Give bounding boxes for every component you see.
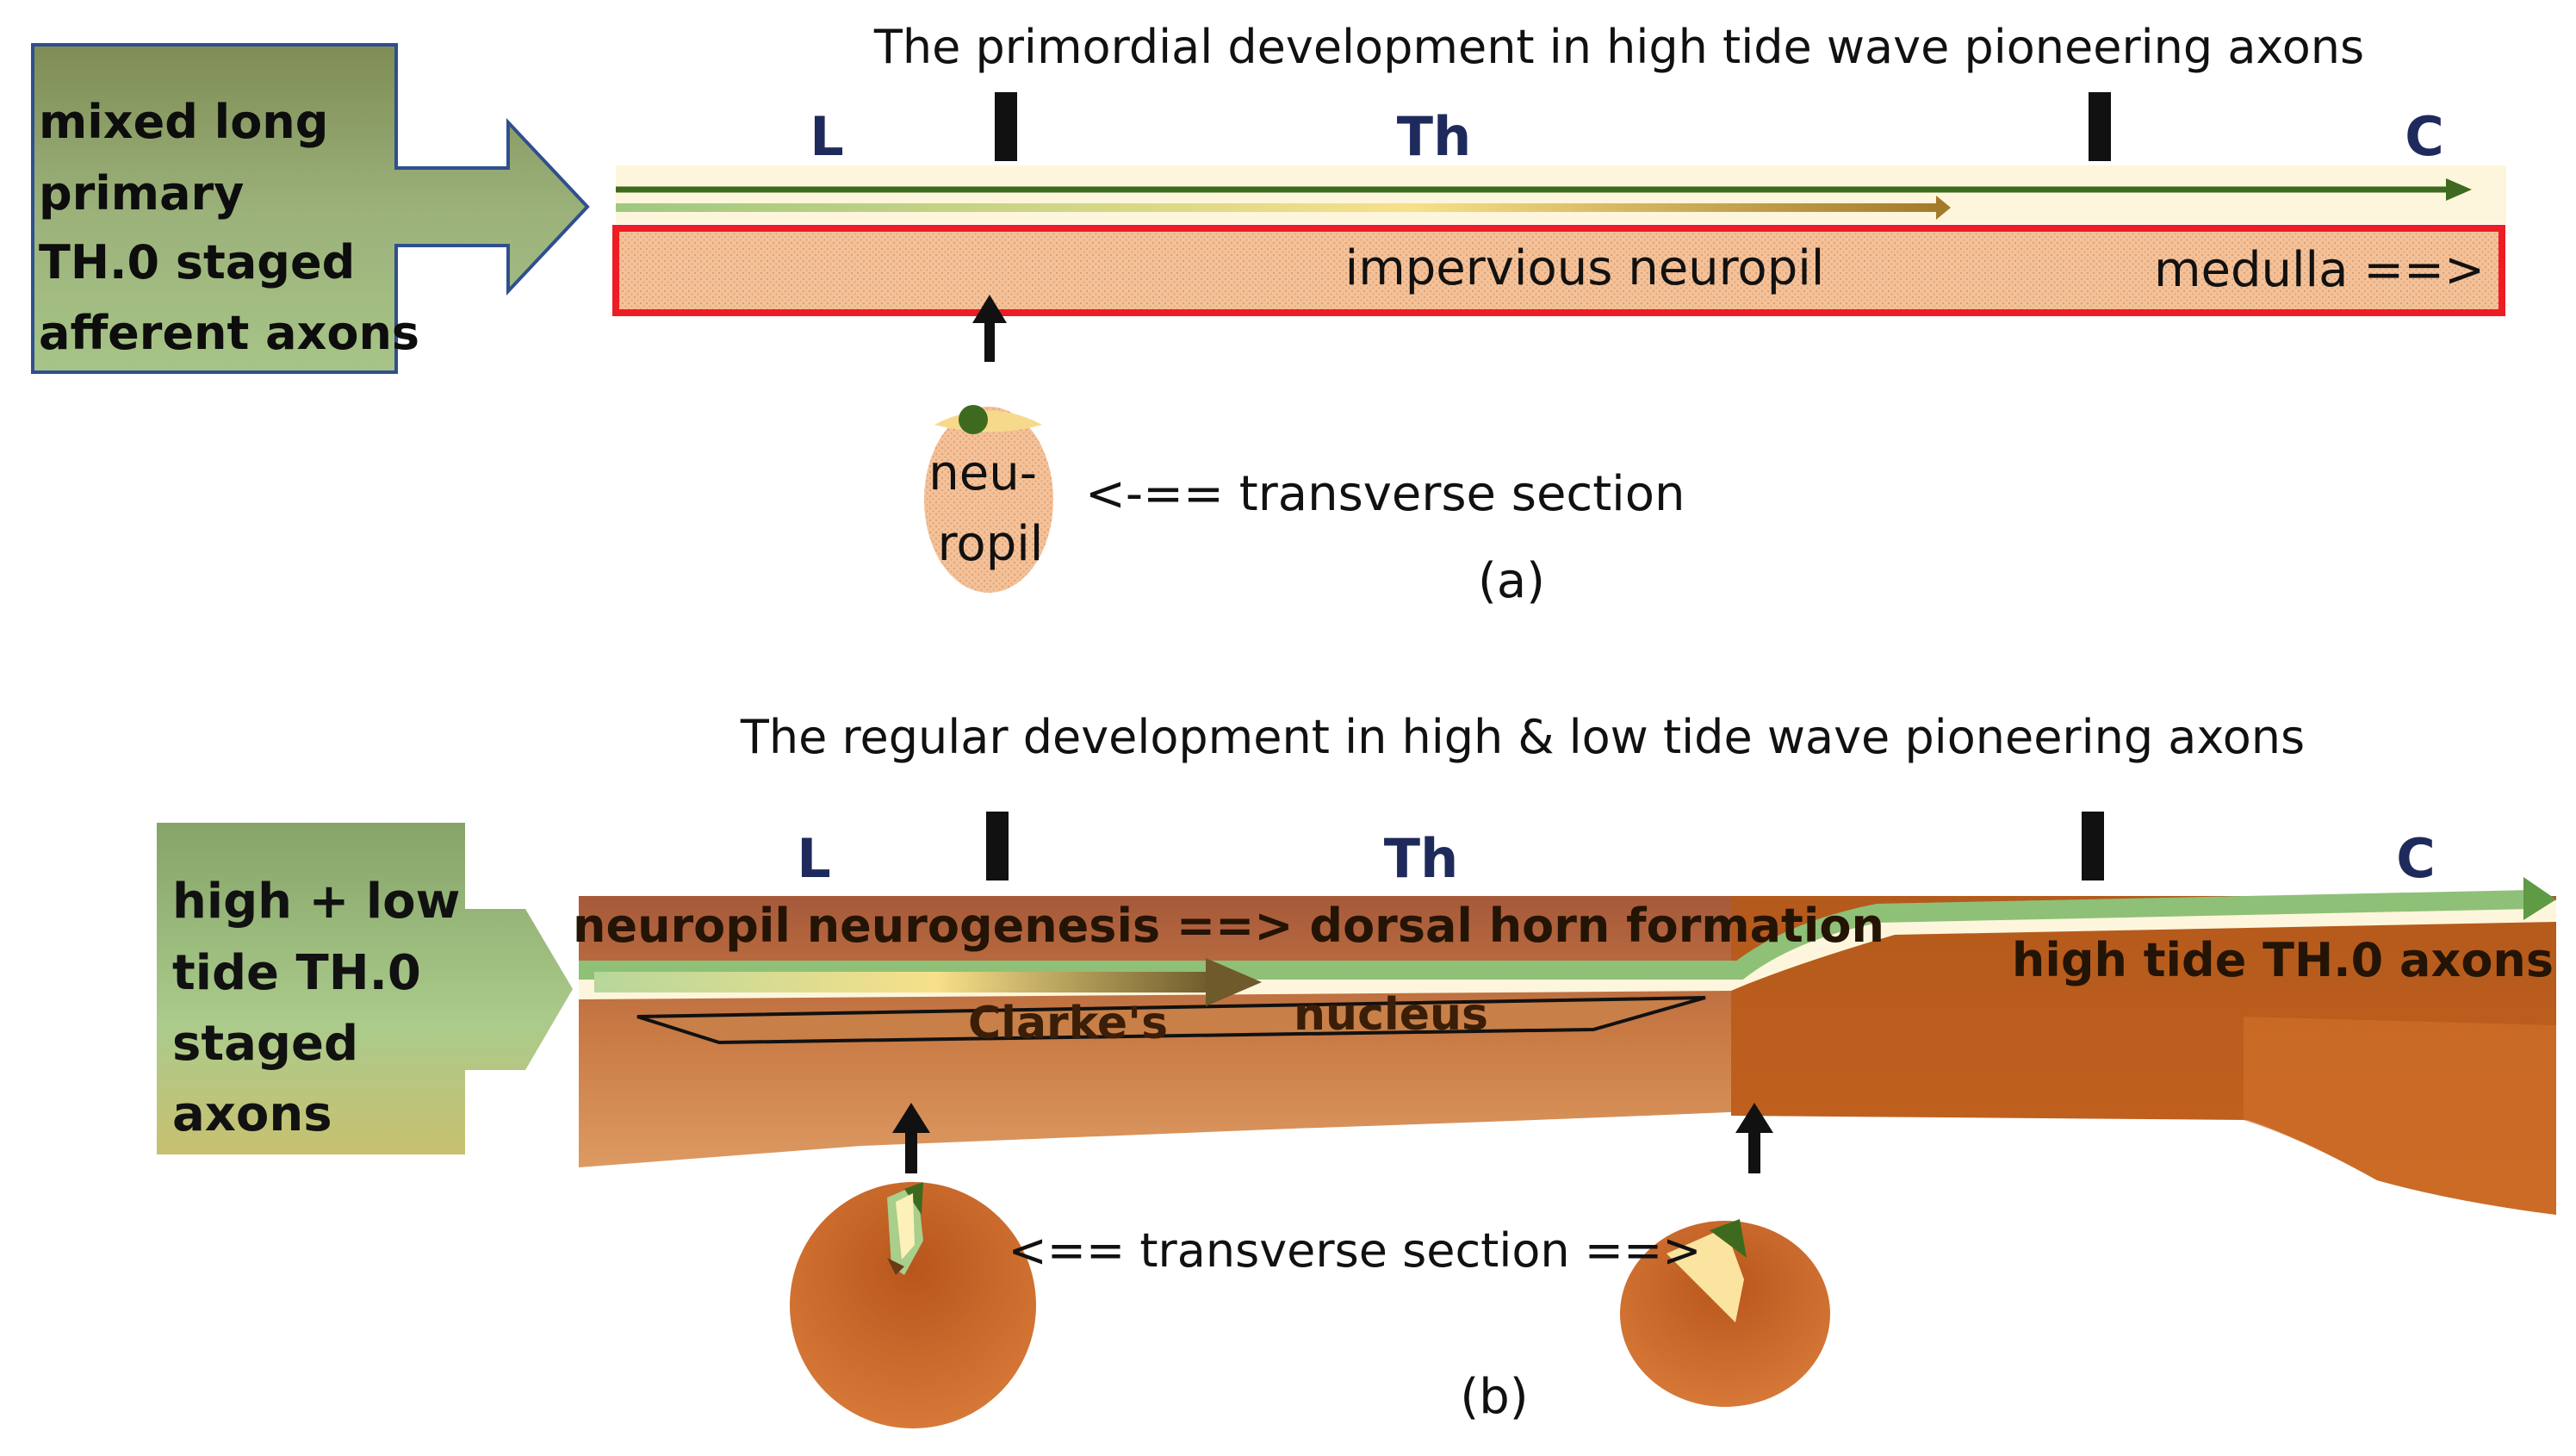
- panel-b-high-tide-axon-head: [2523, 877, 2556, 920]
- panel-b-neurogenesis-label: neuropil neurogenesis ==> dorsal horn fo…: [573, 899, 1884, 953]
- panel-b-boundary-1: [986, 812, 1009, 880]
- panel-b-axons-label: high tide TH.0 axons: [2012, 933, 2554, 987]
- panel-a-cord-band: [616, 165, 2506, 224]
- panel-a-neuropil: [612, 225, 2505, 316]
- panel-b-high-tide-axon: [579, 890, 2533, 980]
- panel-b: The regular development in high & low ti…: [157, 710, 2556, 1428]
- panel-b-region-Th: Th: [1384, 827, 1458, 890]
- panel-a-region-Th: Th: [1397, 105, 1471, 168]
- panel-a-medulla-label: medulla ==>: [2154, 242, 2485, 298]
- panel-b-low-tide-axon-head: [1206, 958, 1262, 1006]
- panel-a-short-axon: [616, 203, 1942, 212]
- panel-a-section-arrow-label: <-== transverse section: [1085, 466, 1685, 522]
- panel-b-cord-cervical-lower: [2244, 1017, 2556, 1215]
- panel-a-section-label: neu- ropil: [928, 445, 1052, 572]
- panel-a-neuropil-label: impervious neuropil: [1345, 240, 1825, 296]
- panel-b-low-tide-axon: [594, 972, 1214, 992]
- panel-b-section-right: [1620, 1219, 1830, 1407]
- panel-b-region-L: L: [797, 827, 831, 890]
- panel-a-input-label: mixed long primary TH.0 staged afferent …: [39, 95, 419, 360]
- panel-a-caption: (a): [1478, 553, 1545, 609]
- panel-b-section-arrow-right: [1735, 1103, 1773, 1173]
- panel-a-title: The primordial development in high tide …: [873, 20, 2364, 74]
- panel-b-section-arrow-label: <== transverse section ==>: [1008, 1223, 1701, 1278]
- panel-b-input-label: high + low tide TH.0 staged axons: [172, 874, 477, 1142]
- panel-b-caption: (b): [1460, 1369, 1528, 1425]
- panel-a-boundary-1: [995, 92, 1017, 161]
- panel-b-title: The regular development in high & low ti…: [740, 710, 2305, 764]
- panel-a-region-L: L: [810, 105, 844, 168]
- panel-b-section-left: [790, 1182, 1036, 1428]
- panel-b-input-arrow: [157, 823, 573, 1154]
- panel-a-input-arrow: [31, 43, 590, 374]
- panel-b-nucleus-label: nucleus: [1294, 989, 1488, 1041]
- panel-a-section-arrow: [972, 295, 1007, 362]
- panel-a-short-axon-head: [1936, 196, 1951, 220]
- panel-b-boundary-2: [2082, 812, 2104, 880]
- panel-b-clarkes-label: Clarke's: [968, 998, 1168, 1049]
- panel-a-section: [924, 405, 1053, 593]
- panel-a-boundary-2: [2089, 92, 2111, 161]
- panel-a-long-axon-head: [2446, 178, 2472, 201]
- panel-a: The primordial development in high tide …: [31, 20, 2506, 609]
- panel-b-region-C: C: [2396, 827, 2436, 890]
- panel-a-region-C: C: [2405, 105, 2444, 168]
- panel-a-axon-dot: [959, 405, 988, 434]
- panel-b-section-arrow-left: [892, 1103, 930, 1173]
- panel-b-clarkes-nucleus: [636, 996, 1706, 1045]
